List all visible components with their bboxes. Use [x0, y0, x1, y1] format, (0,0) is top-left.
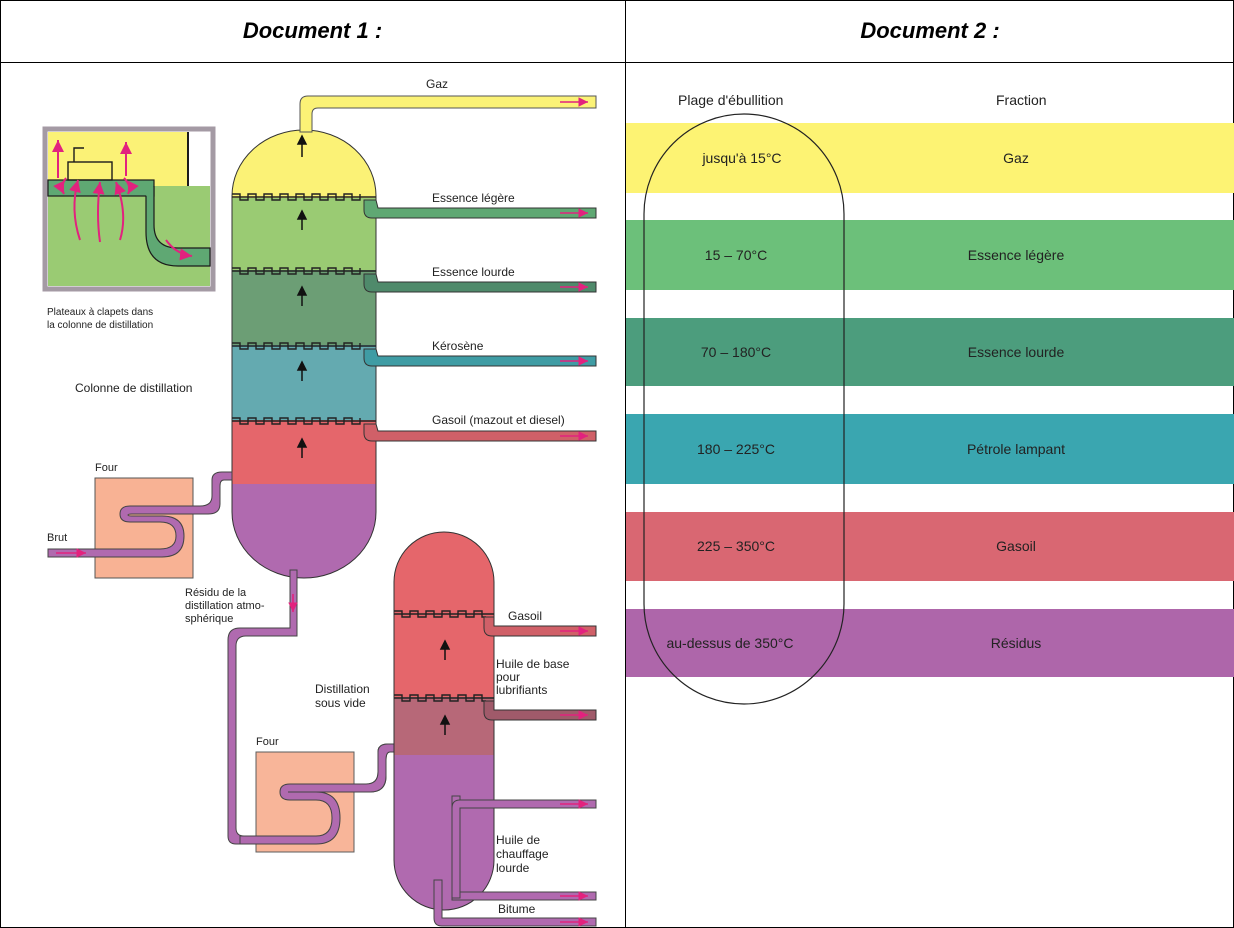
- label-bitume: Bitume: [498, 902, 536, 916]
- atmospheric-trays: [232, 193, 376, 425]
- fraction-4: Gasoil: [996, 538, 1036, 554]
- fraction-row-5: au-dessus de 350°C Résidus: [626, 609, 1234, 677]
- label-gasoil-atm: Gasoil (mazout et diesel): [432, 413, 565, 427]
- range-5: au-dessus de 350°C: [666, 635, 793, 651]
- range-0: jusqu'à 15°C: [701, 150, 781, 166]
- label-gaz: Gaz: [426, 77, 448, 91]
- label-plateaux-2: la colonne de distillation: [47, 320, 153, 331]
- fraction-row-3: 180 – 225°C Pétrole lampant: [626, 414, 1234, 484]
- fraction-row-2: 70 – 180°C Essence lourde: [626, 318, 1234, 386]
- essence-legere-pipe: [363, 199, 597, 219]
- gasoil-vac-pipe: [483, 616, 597, 637]
- label-huile-chauffage-3: lourde: [496, 861, 530, 875]
- label-sous-vide-1: Distillation: [315, 682, 370, 696]
- label-sous-vide-2: sous vide: [315, 696, 366, 710]
- band-1: [626, 220, 1234, 290]
- refinery-diagram: Gaz Essence légère Essence lourde Kérosè…: [42, 77, 597, 927]
- band-2: [626, 318, 1234, 386]
- fraction-5: Résidus: [991, 635, 1042, 651]
- range-4: 225 – 350°C: [697, 538, 775, 554]
- fraction-0: Gaz: [1003, 150, 1029, 166]
- vacuum-column: [394, 532, 494, 910]
- label-colonne: Colonne de distillation: [75, 381, 192, 395]
- essence-lourde-pipe: [363, 273, 597, 293]
- label-gasoil-vac: Gasoil: [508, 609, 542, 623]
- fraction-row-1: 15 – 70°C Essence légère: [626, 220, 1234, 290]
- label-plateaux-1: Plateaux à clapets dans: [47, 307, 153, 318]
- fraction-1: Essence légère: [968, 247, 1065, 263]
- gasoil-atm-pipe: [363, 423, 597, 442]
- header-fraction: Fraction: [996, 92, 1047, 108]
- fraction-3: Pétrole lampant: [967, 441, 1065, 457]
- label-four-1: Four: [95, 462, 118, 474]
- label-huile-chauffage-1: Huile de: [496, 833, 540, 847]
- boiling-range-oval: [643, 113, 845, 705]
- label-residu-2: distillation atmo-: [185, 600, 265, 612]
- range-2: 70 – 180°C: [701, 344, 771, 360]
- header-boiling-range: Plage d'ébullition: [678, 92, 783, 108]
- band-4: [626, 512, 1234, 581]
- kerosene-pipe: [363, 348, 597, 367]
- band-5: [626, 609, 1234, 677]
- label-essence-lourde: Essence lourde: [432, 265, 515, 279]
- label-kerosene: Kérosène: [432, 339, 484, 353]
- label-huile-base-1: Huile de base: [496, 657, 570, 671]
- fraction-table: Plage d'ébullition Fraction jusqu'à 15°C…: [626, 92, 1234, 705]
- document-2-title: Document 2 :: [860, 18, 1000, 43]
- label-huile-base-3: lubrifiants: [496, 683, 547, 697]
- huile-chauffage-top-pipe: [451, 799, 597, 899]
- label-four-2: Four: [256, 736, 279, 748]
- bitume-pipe: [433, 879, 597, 927]
- vapor-arrows: [296, 134, 308, 458]
- furnace-1: [47, 471, 233, 579]
- fraction-2: Essence lourde: [968, 344, 1065, 360]
- atmospheric-column: [232, 130, 376, 578]
- label-huile-base-2: pour: [496, 670, 520, 684]
- range-1: 15 – 70°C: [705, 247, 767, 263]
- range-3: 180 – 225°C: [697, 441, 775, 457]
- label-residu-3: sphérique: [185, 613, 233, 625]
- valve-tray-inset: [42, 126, 216, 292]
- fraction-row-4: 225 – 350°C Gasoil: [626, 512, 1234, 581]
- label-residu-1: Résidu de la: [185, 587, 247, 599]
- vacuum-trays: [394, 610, 494, 702]
- band-0: [626, 123, 1234, 193]
- label-huile-chauffage-2: chauffage: [496, 847, 549, 861]
- label-essence-legere: Essence légère: [432, 191, 515, 205]
- gaz-pipe: [299, 95, 597, 133]
- band-3: [626, 414, 1234, 484]
- huile-base-pipe: [483, 700, 597, 721]
- furnace-2: [239, 743, 397, 853]
- document-1-title: Document 1 :: [242, 18, 383, 43]
- label-brut: Brut: [47, 532, 67, 544]
- fraction-row-0: jusqu'à 15°C Gaz: [626, 123, 1234, 193]
